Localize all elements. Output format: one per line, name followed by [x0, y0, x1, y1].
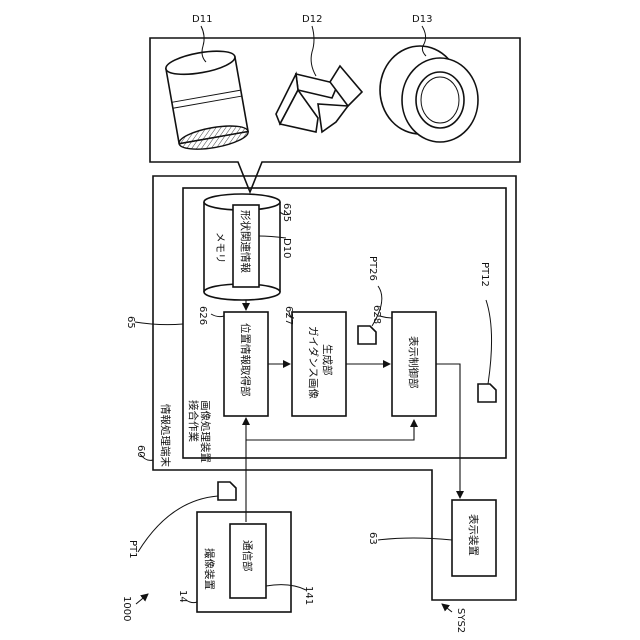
pt1-document-icon	[218, 482, 236, 500]
pt12-leader	[486, 300, 492, 384]
ref-628: 628	[371, 305, 382, 324]
data-ref-d10: D10	[281, 238, 292, 258]
guidance-line2: 生成部	[321, 344, 334, 376]
apparatus-label-line2: 画像処理装置	[199, 400, 212, 463]
pt12-document-icon	[478, 384, 496, 402]
pt26-label: PT26	[367, 256, 378, 281]
pt26-document-icon	[358, 326, 376, 344]
display-control-label: 表示制御部	[407, 336, 420, 389]
pt1-label: PT1	[127, 540, 138, 559]
d13-label: D13	[412, 14, 432, 25]
ref-63: 63	[367, 532, 378, 545]
camera-title: 撮像装置	[203, 548, 216, 590]
ref-sys2: SYS2	[455, 608, 466, 633]
display-control-to-display-arrow	[436, 364, 460, 498]
ref-14: 14	[177, 590, 188, 603]
pt12-label: PT12	[479, 262, 490, 287]
d11-label: D11	[192, 14, 212, 25]
d12-label: D12	[302, 14, 322, 25]
ref-1000-arrow	[136, 594, 148, 604]
ref-625: 625	[281, 203, 292, 222]
guidance-line1: ガイダンス画像	[307, 326, 320, 399]
display-device-label: 表示装置	[467, 514, 480, 556]
ref-626: 626	[197, 306, 208, 325]
position-info-label: 位置情報取得部	[239, 323, 252, 397]
ref-626-leader	[211, 314, 224, 317]
shape-info-label: 形状関連情報	[239, 210, 252, 273]
memory-label: メモリ	[214, 232, 226, 264]
ref-65: 65	[125, 316, 136, 329]
ref-1000: 1000	[121, 596, 132, 621]
apparatus-label-line1: 接合作業	[187, 400, 200, 442]
ref-65-leader	[135, 322, 183, 325]
image-to-display-control-arrow	[246, 420, 414, 440]
ref-627: 627	[283, 306, 294, 325]
ref-60: 60	[135, 445, 146, 458]
comm-label: 通信部	[241, 540, 254, 572]
terminal-label: 情報処理端末	[159, 404, 172, 467]
ref-63-leader	[378, 538, 452, 540]
ref-sys2-arrow	[442, 604, 452, 612]
